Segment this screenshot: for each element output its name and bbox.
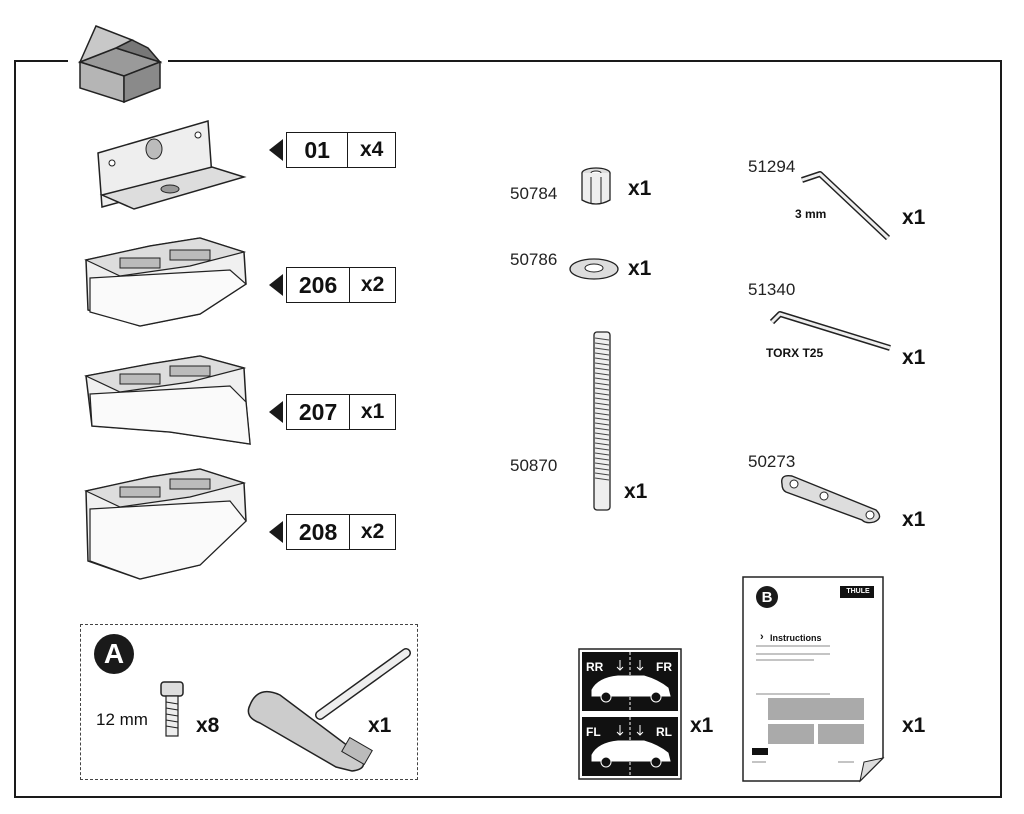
sticker-label-fl: FL: [586, 725, 601, 739]
manual-heading: Instructions: [770, 633, 822, 643]
part-number-50784: 50784: [510, 184, 558, 203]
manual-brand: THULE: [846, 588, 870, 595]
part-quantity: x2: [360, 273, 385, 296]
set-a-badge: A: [94, 634, 134, 674]
part-number: 206: [287, 268, 351, 302]
bolt-drawing: [160, 681, 184, 737]
position-stickers: [578, 648, 682, 780]
part-number: 208: [287, 515, 351, 549]
label-207: 207 x1: [286, 394, 396, 430]
part-number: 01: [287, 133, 349, 167]
label-208: 208 x2: [286, 514, 396, 550]
sticker-label-rl: RL: [656, 725, 672, 739]
part-207-foot-drawing: [84, 355, 251, 445]
arrow-207: [269, 401, 283, 423]
part-number-50273: 50273: [748, 452, 796, 471]
set-a-group: [80, 624, 418, 780]
part-01-bracket-drawing: [97, 120, 247, 210]
part-number-50870: 50870: [510, 456, 558, 475]
part-number-50786: 50786: [510, 250, 558, 269]
instruction-manual-drawing: [742, 576, 885, 783]
arrow-206: [269, 274, 283, 296]
part-quantity: x2: [360, 520, 385, 543]
quantity-51294: x1: [902, 206, 926, 229]
part-208-foot-drawing: [84, 468, 247, 580]
tool-quantity: x1: [368, 714, 392, 737]
allen-key-size: 3 mm: [795, 207, 827, 221]
manual-quantity: x1: [902, 714, 926, 737]
label-01: 01 x4: [286, 132, 396, 168]
quantity-50870: x1: [624, 480, 648, 503]
stickers-quantity: x1: [690, 714, 714, 737]
nut-drawing: [581, 167, 611, 205]
washer-drawing: [569, 258, 619, 280]
torx-key-drawing: [769, 311, 891, 351]
part-number-51340: 51340: [748, 280, 796, 299]
bolt-size-label: 12 mm: [96, 710, 148, 729]
kit-frame: [14, 60, 1002, 798]
quantity-50273: x1: [902, 508, 926, 531]
part-number: 207: [287, 395, 351, 429]
spanner-drawing: [781, 474, 881, 524]
arrow-01: [269, 139, 283, 161]
arrow-208: [269, 521, 283, 543]
label-206: 206 x2: [286, 267, 396, 303]
t-handle-tool-drawing: [247, 648, 411, 772]
quantity-50784: x1: [628, 177, 652, 200]
part-number-51294: 51294: [748, 157, 796, 176]
sticker-label-rr: RR: [586, 660, 604, 674]
quantity-50786: x1: [628, 257, 652, 280]
box-icon: [77, 25, 163, 104]
manual-heading-chevron: ›: [760, 631, 764, 643]
manual-badge: B: [756, 586, 778, 608]
part-206-foot-drawing: [84, 237, 247, 327]
quantity-51340: x1: [902, 346, 926, 369]
part-quantity: x4: [359, 138, 384, 161]
bolt-quantity: x8: [196, 714, 220, 737]
part-quantity: x1: [360, 400, 385, 423]
sticker-label-fr: FR: [656, 660, 672, 674]
allen-key-drawing: [801, 171, 891, 241]
torx-key-size: TORX T25: [766, 346, 824, 360]
threaded-rod-drawing: [593, 331, 611, 511]
